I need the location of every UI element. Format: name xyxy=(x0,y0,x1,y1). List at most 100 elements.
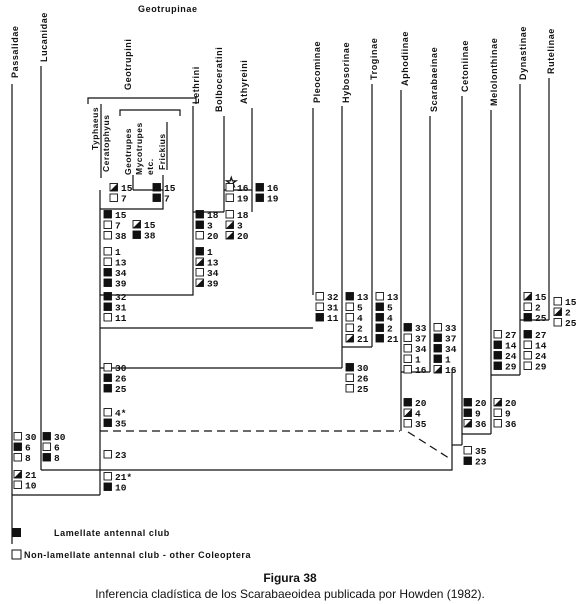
character-state: 2 xyxy=(553,308,571,319)
filled-state-box-icon xyxy=(523,313,532,322)
filled-state-box-icon xyxy=(345,363,354,372)
half-state-fill xyxy=(464,419,472,427)
character-state: 33 xyxy=(433,323,457,334)
character-state: 18 xyxy=(195,210,219,221)
open-state-box-icon xyxy=(103,231,112,240)
character-state: 9 xyxy=(463,409,481,420)
character-number: 27 xyxy=(535,330,547,341)
filled-state-box-icon xyxy=(345,292,354,301)
character-state: 11 xyxy=(315,313,339,324)
character-number: 15 xyxy=(144,220,156,231)
character-state: 36 xyxy=(493,419,517,430)
character-state: 4* xyxy=(103,408,126,419)
character-number: 7 xyxy=(164,194,170,205)
open-state-box-icon xyxy=(195,268,204,277)
filled-state-box-icon xyxy=(103,482,112,491)
character-number: 14 xyxy=(505,341,517,352)
character-state: 16 xyxy=(403,365,427,376)
character-state: 20 xyxy=(195,231,219,242)
character-state: 15 xyxy=(132,220,156,231)
character-state: 13 xyxy=(345,292,369,303)
taxon-label-geotrupinae: Geotrupinae xyxy=(138,4,198,14)
character-number: 20 xyxy=(237,231,249,242)
open-state-box-icon xyxy=(103,472,112,481)
taxon-label-melolonthinae: Melolonthinae xyxy=(489,38,499,106)
character-number: 36 xyxy=(475,419,487,430)
character-number: 34 xyxy=(445,344,457,355)
character-state: 31 xyxy=(103,302,127,314)
open-state-box-icon xyxy=(345,323,354,332)
filled-state-box-icon xyxy=(403,323,412,332)
character-state: 19 xyxy=(255,194,279,205)
character-state: 3 xyxy=(225,221,243,232)
character-state: 6 xyxy=(13,443,31,454)
subgroup-label-geotrupes: Geotrupes xyxy=(123,128,133,175)
character-state: 14 xyxy=(493,341,517,352)
filled-state-box-icon xyxy=(103,418,112,427)
character-state: 21 xyxy=(345,334,369,345)
character-number: 30 xyxy=(357,363,369,374)
open-state-box-icon xyxy=(225,193,234,202)
taxon-label-bolboceratini: Bolboceratini xyxy=(214,47,224,112)
character-number: 27 xyxy=(505,330,517,341)
open-state-box-icon xyxy=(345,384,354,393)
character-state: 15 xyxy=(553,297,577,308)
character-state: 24 xyxy=(493,351,517,362)
character-number: 14 xyxy=(535,341,547,352)
character-number: 34 xyxy=(115,268,127,279)
open-state-box-icon xyxy=(345,302,354,311)
subgroup-label-frickius: Frickius xyxy=(157,133,167,170)
character-number: 38 xyxy=(115,231,127,242)
character-state: 5 xyxy=(375,303,393,314)
open-state-box-icon xyxy=(103,313,112,322)
character-state: 15 xyxy=(103,210,127,221)
character-number: 11 xyxy=(327,313,339,324)
character-state: 30 xyxy=(13,432,37,443)
taxon-label-geotrupini: Geotrupini xyxy=(123,39,133,91)
open-state-box-icon xyxy=(103,408,112,417)
character-number: 39 xyxy=(207,279,219,290)
open-state-box-icon xyxy=(13,432,22,441)
character-state: 25 xyxy=(103,384,127,395)
character-state: 20 xyxy=(225,231,249,242)
character-state: 16 xyxy=(225,183,249,194)
character-state: 1 xyxy=(195,247,213,258)
geotrupes-subbracket xyxy=(119,109,181,116)
character-state: 21* xyxy=(103,472,132,483)
character-number: 21 xyxy=(357,334,369,345)
character-state: 36 xyxy=(463,419,487,430)
open-state-box-icon xyxy=(103,247,112,256)
character-number: 8 xyxy=(25,453,31,464)
filled-state-box-icon xyxy=(103,302,112,311)
base-scarab-stem xyxy=(100,372,453,471)
open-state-box-icon xyxy=(225,183,234,192)
open-state-box-icon xyxy=(433,323,442,332)
half-state-fill xyxy=(226,221,234,229)
character-number: 6 xyxy=(54,443,60,454)
character-number: 13 xyxy=(207,258,219,269)
character-state: 39 xyxy=(195,279,219,290)
character-number: 21 xyxy=(25,470,37,481)
character-number: 9 xyxy=(505,409,511,420)
legend-lamellate-label: Lamellate antennal club xyxy=(54,528,170,538)
character-number: 13 xyxy=(387,292,399,303)
character-state: 7 xyxy=(152,194,170,205)
character-number: 33 xyxy=(415,323,427,334)
character-number: 19 xyxy=(267,194,279,205)
open-state-box-icon xyxy=(493,330,502,339)
open-state-box-icon xyxy=(493,408,502,417)
character-state: 10 xyxy=(13,481,37,492)
figure-caption: Inferencia cladística de los Scarabaeoid… xyxy=(95,587,485,601)
character-state: 29 xyxy=(493,362,517,373)
taxon-label-passalidae: Passalidae xyxy=(10,25,20,78)
character-number: 16 xyxy=(267,183,279,194)
filled-state-box-icon xyxy=(375,334,384,343)
open-state-box-icon xyxy=(103,450,112,459)
character-state: 20 xyxy=(493,398,517,409)
legend-non-lamellate-label: Non-lamellate antennal club - other Cole… xyxy=(24,550,252,560)
character-number: 34 xyxy=(207,268,219,279)
character-state: 23 xyxy=(103,450,127,461)
taxon-label-lethrini: Lethrini xyxy=(191,66,201,104)
subgroup-label-ceratophyus: Ceratophyus xyxy=(101,115,111,172)
character-number: 21* xyxy=(115,472,132,483)
